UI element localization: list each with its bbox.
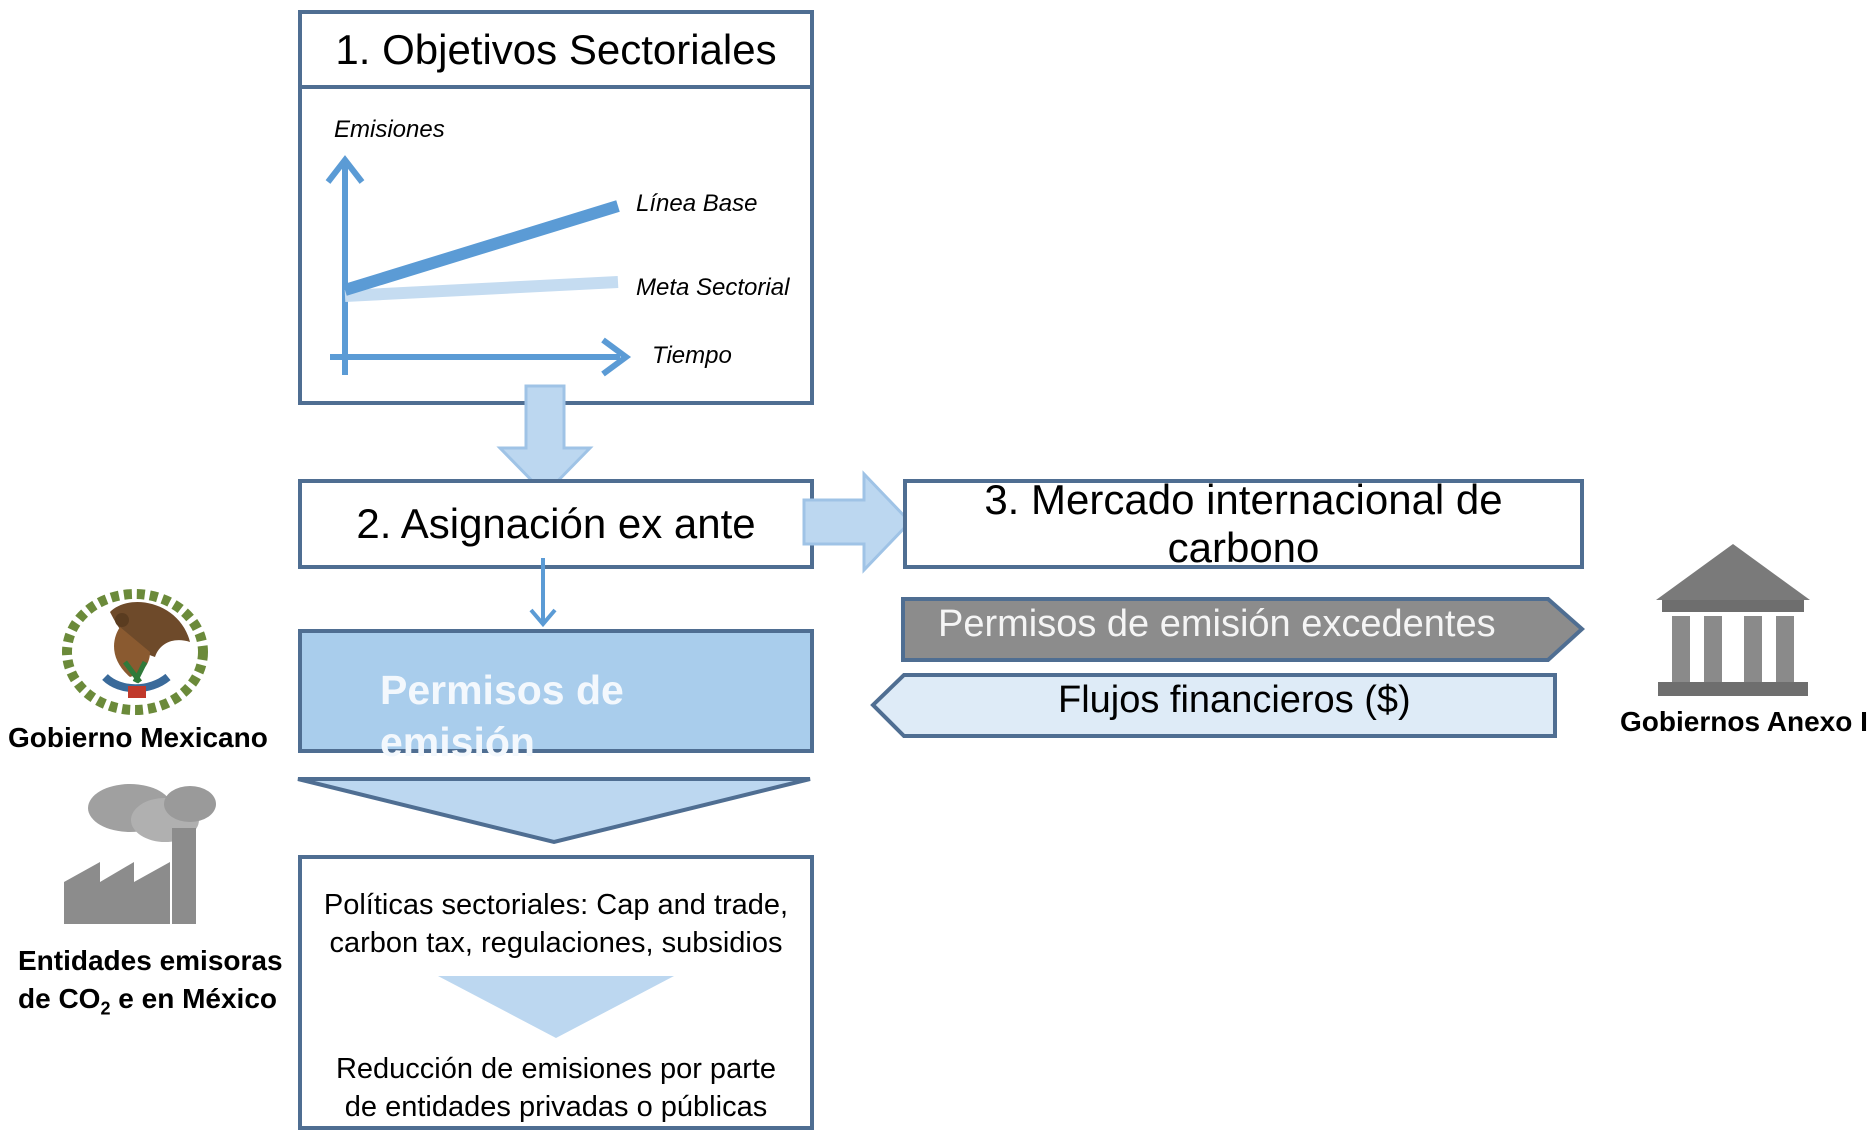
baseline-line [343, 200, 620, 296]
emitters-label-line2: de CO2 e en México [18, 983, 277, 1020]
market-title: 3. Mercado internacional de carbono [984, 476, 1503, 571]
government-building-icon [1656, 544, 1810, 696]
emitters-subscript: 2 [100, 998, 111, 1019]
surplus-permits-label: Permisos de emisión excedentes [938, 603, 1496, 645]
baseline-label: Línea Base [636, 190, 758, 217]
inner-down-triangle [438, 976, 674, 1038]
right-block-arrow [802, 470, 913, 574]
triangle-funnel [297, 777, 811, 845]
financial-flows-label: Flujos financieros ($) [1058, 679, 1411, 721]
target-label: Meta Sectorial [636, 274, 790, 301]
permits-box [298, 629, 814, 753]
mexican-coat-of-arms-icon [62, 589, 208, 715]
y-axis-label: Emisiones [334, 116, 445, 143]
objectives-title-box: 1. Objetivos Sectoriales [298, 10, 814, 89]
down-block-arrow [496, 384, 594, 497]
emissions-graph [325, 155, 632, 377]
thin-down-arrow [529, 558, 557, 628]
target-line [344, 276, 619, 302]
x-axis-label: Tiempo [652, 342, 732, 369]
y-axis-arrowhead [325, 155, 365, 184]
emitters-label-line1: Entidades emisoras [18, 945, 283, 976]
allocation-box: 2. Asignación ex ante [298, 479, 814, 569]
policies-box: Políticas sectoriales: Cap and trade, ca… [298, 855, 814, 1130]
financial-flows-arrow [870, 673, 1557, 738]
emitters-suffix: e en México [110, 983, 277, 1014]
policies-text: Políticas sectoriales: Cap and trade, ca… [323, 889, 789, 959]
permits-label: Permisos de emisión [380, 667, 624, 765]
x-axis-arrowhead [601, 337, 632, 377]
objectives-title: 1. Objetivos Sectoriales [335, 25, 777, 73]
surplus-permits-arrow [901, 597, 1585, 662]
mexican-government-label: Gobierno Mexicano [8, 722, 268, 753]
reduction-text: Reducción de emisiones por parte de enti… [335, 1053, 777, 1123]
allocation-title: 2. Asignación ex ante [356, 500, 756, 547]
emitters-co-prefix: de CO [18, 983, 101, 1014]
market-box: 3. Mercado internacional de carbono [903, 476, 1584, 571]
annex-governments-label: Gobiernos Anexo I [1620, 706, 1868, 737]
factory-icon [64, 784, 216, 924]
